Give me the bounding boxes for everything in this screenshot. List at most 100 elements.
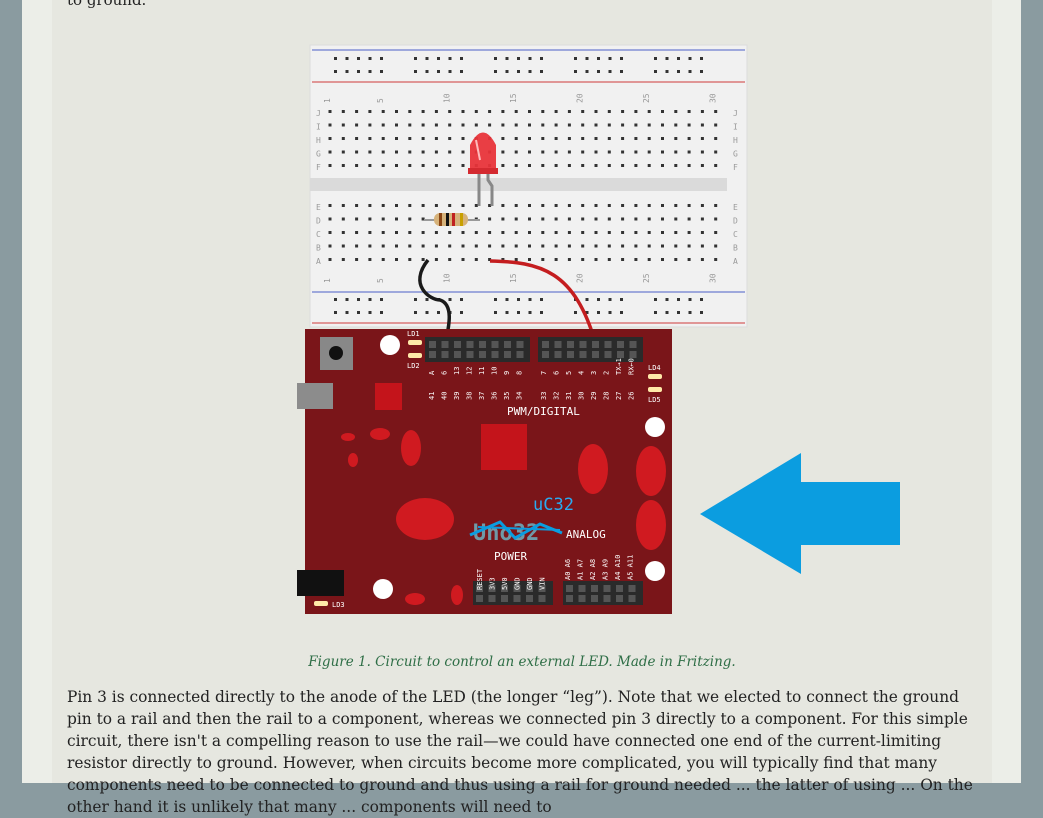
pin-label: 4 [578, 371, 586, 375]
breadboard-hole [421, 150, 425, 154]
breadboard-hole [408, 150, 412, 154]
ld4-label: LD4 [648, 364, 661, 372]
pin-label: GND [514, 577, 522, 590]
breadboard-hole [461, 164, 465, 167]
row-letter: B [733, 244, 738, 253]
breadboard-hole [368, 137, 372, 140]
header-pin [441, 351, 449, 358]
rail-hole [574, 311, 577, 314]
row-letter: D [733, 217, 738, 226]
rail-hole [460, 311, 463, 314]
breadboard-hole [647, 164, 651, 167]
breadboard-hole [328, 110, 332, 113]
row-letter: E [733, 203, 738, 212]
breadboard-hole [621, 150, 625, 154]
breadboard-hole [581, 244, 585, 248]
breadboard-hole [461, 244, 465, 248]
row-letter: C [316, 230, 321, 239]
row-letter: A [316, 257, 321, 266]
breadboard-hole [581, 204, 585, 207]
breadboard-hole [381, 123, 385, 127]
breadboard-hole [355, 231, 359, 234]
breadboard-hole [501, 258, 505, 261]
rail-hole [345, 311, 349, 314]
breadboard-hole [355, 137, 359, 140]
breadboard-hole [501, 137, 505, 140]
rail-hole [528, 298, 532, 301]
rail-hole [665, 311, 669, 314]
rail-hole [540, 57, 543, 60]
breadboard-hole [328, 123, 332, 127]
rail-hole [654, 298, 657, 301]
rail-hole [334, 70, 337, 73]
pin-label: 37 [478, 392, 486, 400]
pin-label: A2 A8 [589, 559, 597, 580]
breadboard-hole [528, 258, 531, 261]
breadboard-hole [567, 258, 571, 261]
breadboard-hole [421, 231, 425, 234]
breadboard-hole [395, 123, 398, 127]
breadboard-hole [368, 204, 372, 207]
breadboard-hole [461, 258, 465, 261]
row-letter: E [316, 203, 321, 212]
rail-hole [448, 298, 452, 301]
breadboard-hole [541, 258, 545, 261]
breadboard-hole [567, 123, 571, 127]
breadboard-hole [594, 204, 598, 207]
header-pin [488, 595, 496, 602]
breadboard-hole [355, 244, 359, 248]
breadboard-hole [448, 258, 452, 261]
breadboard-hole [581, 217, 585, 221]
breadboard-hole [554, 164, 558, 167]
breadboard-hole [381, 244, 385, 248]
rail-hole [597, 70, 600, 73]
rail-hole [688, 311, 692, 314]
breadboard-hole [674, 258, 678, 261]
led [468, 132, 498, 206]
breadboard-hole [687, 204, 691, 207]
breadboard-hole [381, 204, 385, 207]
breadboard-hole [567, 204, 571, 207]
breadboard-hole [448, 204, 452, 207]
breadboard-hole [621, 137, 625, 140]
breadboard-hole [607, 137, 611, 140]
pin-label: 2 [603, 371, 611, 375]
breadboard-hole [434, 244, 438, 248]
rail-hole [437, 311, 440, 314]
board-name-new: uC32 [533, 495, 574, 515]
breadboard-hole [554, 150, 558, 154]
pin-label: A4 A10 [614, 555, 622, 580]
header-pin [513, 585, 521, 592]
breadboard-hole [434, 110, 438, 113]
breadboard-hole [661, 110, 664, 113]
breadboard-hole [661, 123, 664, 127]
breadboard-hole [714, 123, 718, 127]
rail-hole [654, 311, 657, 314]
analog-label: ANALOG [566, 528, 606, 541]
breadboard-hole [567, 110, 571, 113]
rail-hole [608, 311, 612, 314]
breadboard-hole [341, 258, 345, 261]
header-pin [491, 351, 499, 358]
header-pin [603, 595, 611, 602]
breadboard-hole [647, 204, 651, 207]
breadboard-hole [395, 258, 398, 261]
pin-label: TX→1 [615, 358, 623, 375]
breadboard-hole [514, 123, 518, 127]
rail-hole [597, 57, 600, 60]
pin-label: 35 [503, 392, 511, 400]
rail-hole [425, 70, 429, 73]
breadboard-hole [341, 217, 345, 221]
breadboard-hole [448, 150, 452, 154]
breadboard-hole [501, 244, 505, 248]
row-letter: F [733, 163, 738, 172]
breadboard-hole [474, 258, 478, 261]
breadboard-hole [621, 258, 625, 261]
breadboard-hole [581, 258, 585, 261]
breadboard-hole [474, 231, 478, 234]
rail-hole [357, 70, 360, 73]
breadboard-hole [634, 244, 638, 248]
breadboard-hole [501, 123, 505, 127]
rail-hole [505, 311, 509, 314]
header-pin [592, 351, 599, 358]
